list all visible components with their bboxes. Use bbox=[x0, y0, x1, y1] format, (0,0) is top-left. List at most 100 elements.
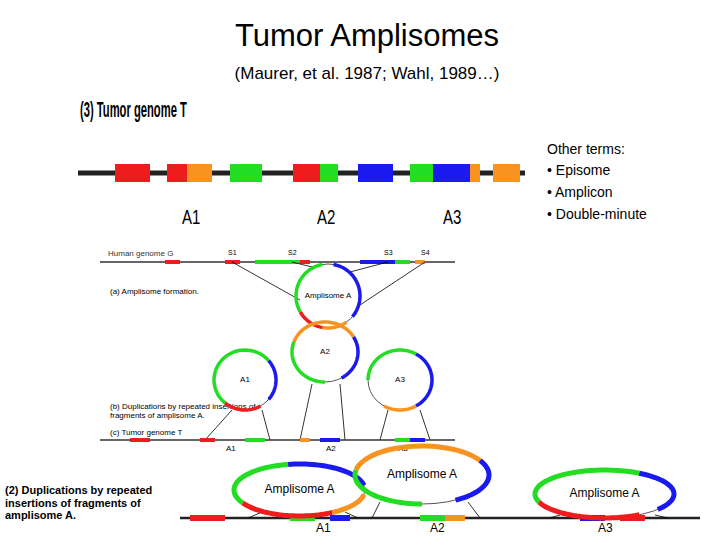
leader-line bbox=[262, 410, 270, 440]
red-segment bbox=[167, 164, 187, 182]
genome-label: Human genome G bbox=[108, 249, 173, 258]
red-segment bbox=[200, 438, 215, 442]
red-segment bbox=[293, 164, 320, 182]
circle-text-area: Amplisome A bbox=[232, 462, 367, 518]
circle-text-area: A3 bbox=[366, 348, 434, 412]
note-heading: Other terms: bbox=[547, 141, 625, 157]
dna-segment-arc bbox=[225, 403, 260, 410]
blue-segment bbox=[330, 515, 350, 521]
dna-segment-arc bbox=[334, 264, 360, 316]
dna-segment-arc bbox=[639, 473, 674, 509]
segment-label: A3 bbox=[598, 522, 613, 536]
genome-label: (c) Tumor genome T bbox=[110, 428, 182, 437]
orange-segment bbox=[445, 515, 465, 521]
segment-label: A1 bbox=[226, 444, 236, 453]
note-item: • Amplicon bbox=[547, 184, 613, 200]
dna-segment-arc bbox=[384, 406, 416, 410]
blue-segment bbox=[358, 164, 393, 182]
amplisome-circle: A1 bbox=[212, 348, 278, 412]
circle-ring bbox=[355, 446, 489, 504]
node-label: Amplisome A bbox=[264, 483, 334, 496]
site-label: S1 bbox=[228, 249, 237, 257]
leader-line bbox=[205, 410, 232, 440]
dna-segment-arc bbox=[539, 502, 639, 518]
orange-segment bbox=[470, 164, 480, 182]
circle-text-area: Amplisome A bbox=[533, 468, 676, 520]
segment-label: A3 bbox=[443, 204, 461, 228]
dna-segment-arc bbox=[416, 354, 432, 406]
green-segment bbox=[410, 164, 433, 182]
circle-ring bbox=[368, 350, 432, 410]
slide-title: Tumor Amplisomes bbox=[235, 18, 499, 54]
leader-line bbox=[372, 502, 380, 518]
orange-segment bbox=[493, 164, 520, 182]
green-segment bbox=[395, 438, 410, 442]
dna-segment-arc bbox=[292, 342, 325, 382]
segment-label: A1 bbox=[182, 204, 200, 228]
leader-line bbox=[232, 262, 300, 300]
leader-line bbox=[655, 515, 668, 518]
circle-ring bbox=[292, 322, 358, 382]
amplisome-circle: A2 bbox=[290, 320, 360, 384]
dna-segment-arc bbox=[294, 322, 354, 342]
circle-text-area: Amplisome A bbox=[294, 262, 362, 330]
green-segment bbox=[395, 260, 410, 264]
circle-ring bbox=[214, 350, 276, 410]
leader-line bbox=[350, 262, 388, 272]
blue-segment bbox=[360, 260, 395, 264]
leader-line bbox=[345, 512, 358, 518]
step-caption: (a) Amplisome formation. bbox=[110, 287, 199, 296]
dna-segment-arc bbox=[296, 264, 322, 312]
node-label: Amplisome A bbox=[387, 468, 457, 481]
node-label: A1 bbox=[240, 376, 250, 385]
dna-segment-arc bbox=[342, 337, 359, 378]
site-label: S3 bbox=[384, 249, 393, 257]
leader-line bbox=[380, 410, 388, 440]
panel-caption: (2) Duplications by repeated insertions … bbox=[5, 484, 177, 522]
dna-segment-arc bbox=[535, 470, 639, 502]
segment-label: A1 bbox=[316, 522, 331, 536]
red-segment bbox=[115, 164, 150, 182]
panel-caption: (3) Tumor genome T bbox=[80, 96, 187, 122]
note-item: • Episome bbox=[547, 162, 610, 178]
segment-label: A2 bbox=[430, 522, 445, 536]
leader-line bbox=[360, 262, 425, 305]
circle-text-area: A1 bbox=[212, 348, 278, 412]
red-segment bbox=[165, 260, 180, 264]
site-label: S2 bbox=[288, 249, 297, 257]
red-segment bbox=[190, 515, 225, 521]
circle-text-area: A2 bbox=[290, 320, 360, 384]
leader-line bbox=[300, 384, 312, 440]
node-label: A3 bbox=[395, 376, 405, 385]
dna-segment-arc bbox=[356, 446, 480, 470]
node-label: Amplisome A bbox=[305, 292, 352, 301]
red-segment bbox=[130, 438, 150, 442]
orange-segment bbox=[300, 438, 310, 442]
subtitle: (Maurer, et al. 1987; Wahl, 1989…) bbox=[235, 64, 500, 84]
circle-text-area: Amplisome A bbox=[353, 444, 491, 506]
green-segment bbox=[245, 438, 265, 442]
note-item: • Double-minute bbox=[547, 206, 647, 222]
node-label: Amplisome A bbox=[569, 487, 639, 500]
leader-line bbox=[468, 502, 480, 518]
dna-segment-arc bbox=[332, 495, 364, 513]
dna-segment-arc bbox=[269, 361, 276, 400]
leader-line bbox=[292, 262, 312, 267]
leader-line bbox=[550, 515, 560, 518]
dna-segment-arc bbox=[214, 350, 269, 403]
circle-ring bbox=[234, 464, 365, 516]
amplisome-circle: Amplisome A bbox=[353, 444, 491, 506]
amplisome-circle: Amplisome A bbox=[294, 262, 362, 330]
amplisome-circle: Amplisome A bbox=[232, 462, 367, 518]
orange-segment bbox=[187, 164, 212, 182]
circle-ring bbox=[535, 470, 674, 518]
dna-segment-arc bbox=[243, 503, 332, 516]
blue-segment bbox=[410, 438, 425, 442]
red-segment bbox=[300, 260, 310, 264]
green-segment bbox=[420, 515, 445, 521]
node-label: A2 bbox=[320, 348, 330, 357]
step-caption: (b) Duplications by repeated insertions … bbox=[110, 402, 285, 420]
leader-line bbox=[420, 410, 430, 440]
leader-line bbox=[340, 384, 345, 440]
